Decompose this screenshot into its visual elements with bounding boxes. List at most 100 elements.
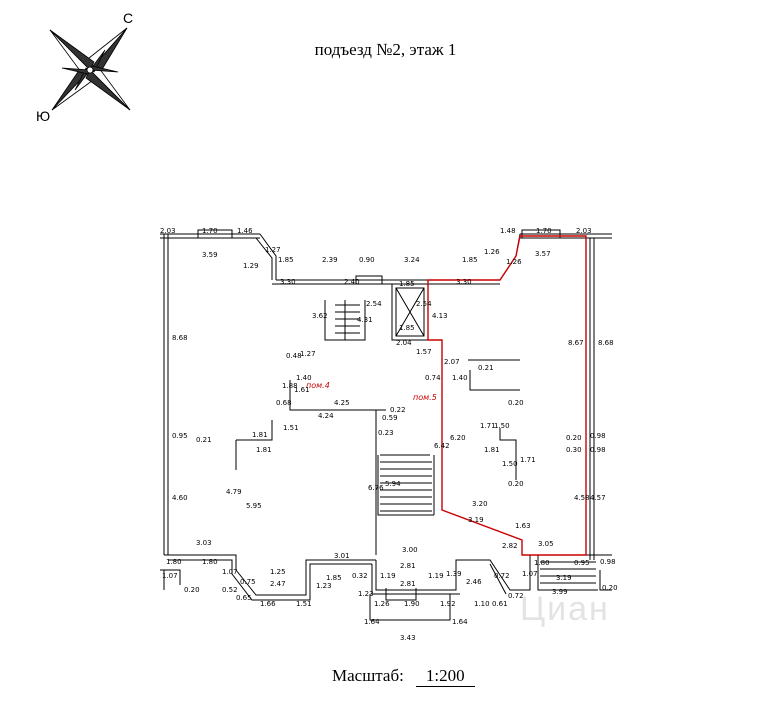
dim-label: 0.21	[196, 436, 212, 444]
dim-label: 4.25	[334, 399, 350, 407]
scale-label: Масштаб:	[332, 666, 404, 685]
dim-label: 1.57	[416, 348, 432, 356]
dim-label: 4.79	[226, 488, 242, 496]
dim-label: 4.13	[432, 312, 448, 320]
dim-label: 1.90	[404, 600, 420, 608]
dim-label: 0.68	[276, 399, 292, 407]
dim-label: 4.60	[172, 494, 188, 502]
dim-label: 1.25	[270, 568, 286, 576]
dim-label: 2.46	[466, 578, 482, 586]
dim-label: 3.03	[196, 539, 212, 547]
dim-label: 2.07	[444, 358, 460, 366]
dim-label: 1.85	[399, 324, 415, 332]
dim-label: 4.58	[574, 494, 590, 502]
dim-label: 0.21	[478, 364, 494, 372]
dim-label: 6.20	[450, 434, 466, 442]
dim-label: 0.90	[359, 256, 375, 264]
dim-label: 4.57	[590, 494, 606, 502]
dim-label: 3.05	[538, 540, 554, 548]
dim-label: 0.61	[492, 600, 508, 608]
dim-label: 1.71	[520, 456, 536, 464]
dim-label: 1.46	[237, 227, 253, 235]
dim-label: 3.01	[334, 552, 350, 560]
scale-value: 1:200	[415, 666, 475, 687]
dim-label: 0.20	[508, 399, 524, 407]
dim-label: 0.98	[590, 446, 606, 454]
dim-label: 0.74	[425, 374, 441, 382]
dim-label: 3.30	[280, 278, 296, 286]
dim-label: 2.39	[322, 256, 338, 264]
compass-north-label: С	[123, 10, 134, 26]
dim-label: 1.23	[358, 590, 374, 598]
dim-label: 1.40	[296, 374, 312, 382]
dim-label: 2.40	[344, 278, 360, 286]
dim-label: 1.27	[265, 246, 281, 254]
dim-label: 0.72	[494, 572, 510, 580]
compass-rose-icon	[49, 27, 131, 111]
dim-label: 1.26	[484, 248, 500, 256]
highlight-outline	[427, 235, 587, 556]
dim-label: 1.71	[480, 422, 496, 430]
dim-label: 2.82	[502, 542, 518, 550]
dim-label: 0.59	[382, 414, 398, 422]
dim-label: 0.98	[600, 558, 616, 566]
dim-label: 1.80	[534, 559, 550, 567]
dim-label: 1.19	[428, 572, 444, 580]
dim-label: 1.81	[252, 431, 268, 439]
dim-label: 1.85	[462, 256, 478, 264]
dim-label: 1.81	[484, 446, 500, 454]
dim-label: 3.00	[402, 546, 418, 554]
dim-label: 1.85	[278, 256, 294, 264]
dim-label: 3.99	[552, 588, 568, 596]
dim-label: 1.50	[502, 460, 518, 468]
dim-label: 1.29	[243, 262, 259, 270]
dim-label: 1.07	[162, 572, 178, 580]
dim-label: 1.92	[440, 600, 456, 608]
dim-label: 3.62	[312, 312, 328, 320]
dim-label: 1.07	[522, 570, 538, 578]
dim-label: 1.19	[380, 572, 396, 580]
dim-label: 0.20	[184, 586, 200, 594]
dim-label: 1.23	[316, 582, 332, 590]
dim-label: 3.19	[556, 574, 572, 582]
dim-label: 8.68	[598, 339, 614, 347]
dim-label: 3.43	[400, 634, 416, 642]
dim-label: 0.30	[566, 446, 582, 454]
compass-south-label: Ю	[36, 108, 51, 124]
watermark: Циан	[520, 590, 610, 628]
dim-label: 1.10	[474, 600, 490, 608]
dim-label: 0.22	[390, 406, 406, 414]
dim-label: 3.59	[202, 251, 218, 259]
dim-label: 6.42	[434, 442, 450, 450]
dim-label: 0.23	[378, 429, 394, 437]
dim-label: 3.30	[456, 278, 472, 286]
dim-label: 1.61	[294, 386, 310, 394]
dim-label: 0.32	[352, 572, 368, 580]
dim-label: 1.26	[374, 600, 390, 608]
dim-label: 1.07	[222, 568, 238, 576]
dim-label: 6.76	[368, 484, 384, 492]
plan-title: подъезд №2, этаж 1	[314, 40, 457, 59]
dim-label: 1.80	[202, 558, 218, 566]
dim-label: 1.48	[500, 227, 516, 235]
dim-label: 3.24	[404, 256, 420, 264]
dim-label: 1.85	[399, 280, 415, 288]
dim-label: 1.26	[506, 258, 522, 266]
dim-label: 0.20	[602, 584, 618, 592]
dim-label: 1.81	[256, 446, 272, 454]
dim-label: 0.75	[240, 578, 256, 586]
dim-label: 0.95	[574, 559, 590, 567]
dim-label: 2.81	[400, 562, 416, 570]
dim-label: 0.72	[508, 592, 524, 600]
dim-label: 5.94	[385, 480, 401, 488]
dim-label: 3.20	[472, 500, 488, 508]
dim-label: 1.80	[166, 558, 182, 566]
dim-label: 1.88	[282, 382, 298, 390]
dim-label: 0.65	[236, 594, 252, 602]
dim-label: 2.54	[416, 300, 432, 308]
scale-block: Масштаб: 1:200	[332, 666, 475, 687]
dim-label: 3.57	[535, 250, 551, 258]
dim-label: 4.24	[318, 412, 334, 420]
dim-label: 1.27	[300, 350, 316, 358]
dim-label: 1.85	[326, 574, 342, 582]
